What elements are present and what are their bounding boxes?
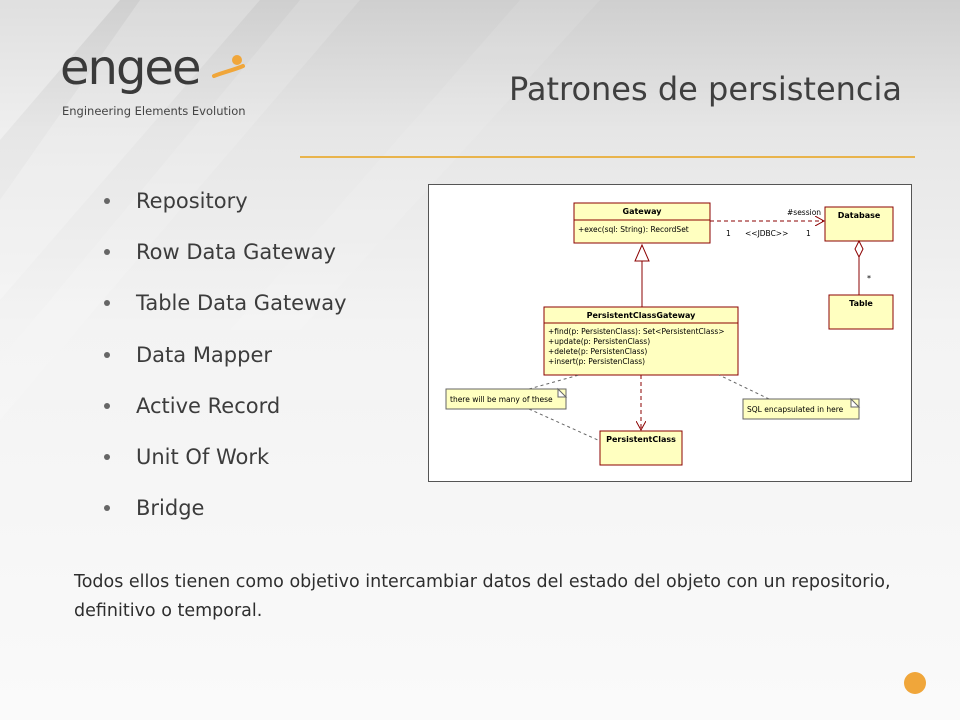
jdbc-association: #session <<JDBC>> 1 1	[710, 208, 824, 238]
list-item-label: Row Data Gateway	[136, 240, 336, 265]
bullet-icon	[104, 249, 110, 256]
list-item-label: Active Record	[136, 393, 281, 418]
list-item-label: Repository	[136, 189, 248, 213]
generalization-link	[634, 243, 650, 307]
association-mult-left: 1	[726, 229, 731, 238]
persistent-class-gateway-class: PersistentClassGateway +find(p: Persiste…	[543, 306, 739, 376]
title-divider	[300, 156, 915, 158]
bullet-icon	[104, 198, 110, 204]
uml-diagram-frame: Gateway +exec(sql: String): RecordSet Da…	[428, 184, 912, 482]
association-role: #session	[787, 208, 821, 217]
composition-link: *	[854, 239, 871, 295]
logo-tagline: Engineering Elements Evolution	[62, 104, 246, 118]
persistent-class-name: PersistentClass	[606, 435, 676, 444]
gateway-method: +exec(sql: String): RecordSet	[578, 225, 689, 234]
association-stereotype: <<JDBC>>	[745, 229, 788, 238]
note-right: SQL encapsulated in here	[718, 374, 861, 420]
database-class-name: Database	[838, 211, 881, 220]
list-item: Repository	[104, 184, 347, 235]
list-item: Table Data Gateway	[104, 286, 347, 337]
bullet-icon	[104, 453, 110, 460]
list-item-label: Data Mapper	[136, 342, 273, 367]
list-item-label: Table Data Gateway	[136, 291, 347, 316]
list-item: Data Mapper	[104, 338, 347, 389]
gateway-class-name: Gateway	[623, 207, 663, 216]
table-class: Table	[828, 294, 894, 330]
accent-dot-icon	[904, 672, 926, 694]
note-left-text: there will be many of these	[450, 395, 553, 404]
composition-multiplicity: *	[867, 274, 871, 283]
list-item-label: Bridge	[136, 496, 205, 521]
logo-swoosh-icon	[212, 55, 245, 78]
pcg-method: +delete(p: PersistenClass)	[548, 347, 647, 356]
list-item: Unit Of Work	[104, 440, 347, 491]
pattern-list: Repository Row Data Gateway Table Data G…	[104, 184, 347, 542]
bullet-icon	[104, 300, 110, 307]
list-item: Row Data Gateway	[104, 235, 347, 286]
association-mult-right: 1	[806, 229, 811, 238]
bullet-icon	[104, 505, 110, 512]
note-right-text: SQL encapsulated in here	[747, 405, 844, 414]
table-class-name: Table	[849, 299, 873, 308]
footer-description: Todos ellos tienen como objetivo interca…	[74, 572, 891, 621]
pcg-method: +update(p: PersistenClass)	[548, 337, 650, 346]
pcg-method: +insert(p: PersistenClass)	[548, 357, 645, 366]
list-item: Active Record	[104, 389, 347, 440]
bullet-icon	[104, 402, 110, 409]
pcg-class-name: PersistentClassGateway	[587, 311, 697, 320]
database-class: Database	[824, 206, 894, 242]
bullet-icon	[104, 351, 110, 358]
gateway-class: Gateway +exec(sql: String): RecordSet	[573, 202, 711, 244]
list-item: Bridge	[104, 491, 347, 542]
list-item-label: Unit Of Work	[136, 444, 270, 469]
pcg-method: +find(p: PersistenClass): Set<Persistent…	[548, 327, 725, 336]
uml-class-diagram: Gateway +exec(sql: String): RecordSet Da…	[445, 202, 894, 466]
logo-wordmark: engee	[60, 40, 201, 96]
note-left: there will be many of these	[445, 374, 601, 442]
persistent-class: PersistentClass	[599, 430, 683, 466]
engee-logo: engee Engineering Elements Evolution	[60, 40, 250, 124]
slide-title: Patrones de persistencia	[508, 70, 902, 108]
